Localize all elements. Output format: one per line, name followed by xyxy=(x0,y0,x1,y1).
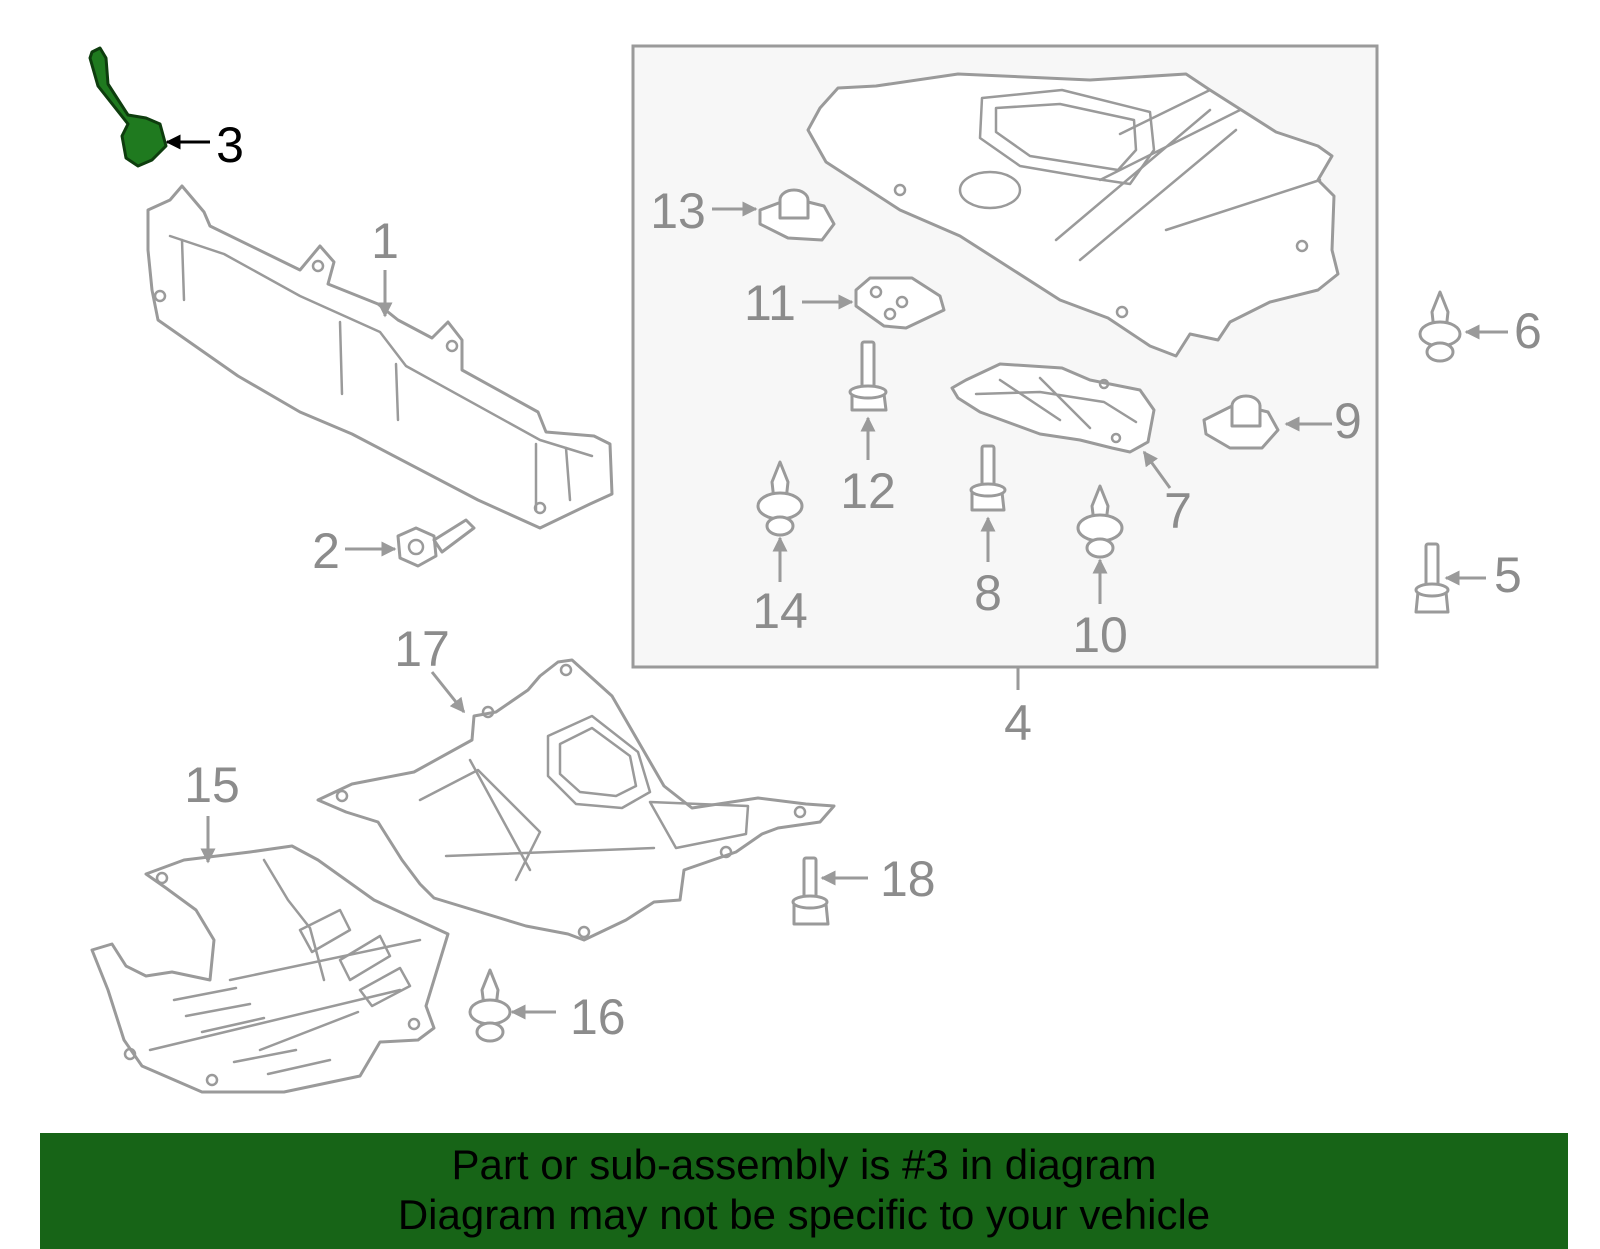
part-7-bracket[interactable] xyxy=(950,362,1156,454)
part-7-leader xyxy=(1142,450,1172,489)
callout-1: 1 xyxy=(371,213,399,269)
callout-4: 4 xyxy=(1004,695,1032,751)
part-17-under-cover[interactable] xyxy=(316,658,836,942)
callout-3: 3 xyxy=(216,117,244,173)
part-5-bolt[interactable] xyxy=(1414,542,1450,614)
part-2-bolt[interactable] xyxy=(396,518,476,568)
banner-line-part-info: Part or sub-assembly is #3 in diagram xyxy=(451,1141,1157,1188)
part-17-leader xyxy=(430,671,466,714)
callout-9: 9 xyxy=(1334,393,1362,449)
part-4-under-cover-panel[interactable] xyxy=(806,72,1340,358)
callout-15: 15 xyxy=(184,757,240,813)
banner-line-disclaimer: Diagram may not be specific to your vehi… xyxy=(397,1191,1211,1238)
part-9-nut[interactable] xyxy=(1202,394,1280,450)
part-12-bolt[interactable] xyxy=(848,340,888,412)
part-1-support-bar[interactable] xyxy=(146,184,614,530)
callout-10: 10 xyxy=(1072,607,1128,663)
callout-12: 12 xyxy=(840,463,896,519)
part-15-front-cover[interactable] xyxy=(90,844,450,1094)
part-13-nut[interactable] xyxy=(758,188,836,242)
part-11-plate[interactable] xyxy=(854,276,946,330)
callout-16: 16 xyxy=(570,989,626,1045)
callout-11: 11 xyxy=(744,275,796,331)
callout-7: 7 xyxy=(1164,483,1192,539)
part-16-push-clip[interactable] xyxy=(468,968,512,1043)
callout-6: 6 xyxy=(1514,303,1542,359)
callout-5: 5 xyxy=(1494,547,1522,603)
part-3-highlighted[interactable] xyxy=(88,46,168,168)
part-6-push-clip[interactable] xyxy=(1418,290,1462,363)
callout-13: 13 xyxy=(650,183,706,239)
part-10-push-clip[interactable] xyxy=(1076,484,1124,559)
callout-18: 18 xyxy=(880,851,936,907)
part-14-push-clip[interactable] xyxy=(756,460,804,537)
callout-14: 14 xyxy=(752,583,808,639)
info-banner: Part or sub-assembly is #3 in diagram Di… xyxy=(40,1133,1568,1249)
part-8-bolt[interactable] xyxy=(969,444,1007,512)
callout-17: 17 xyxy=(394,621,450,677)
callout-8: 8 xyxy=(974,565,1002,621)
callout-2: 2 xyxy=(312,523,340,579)
part-18-bolt[interactable] xyxy=(791,856,830,926)
